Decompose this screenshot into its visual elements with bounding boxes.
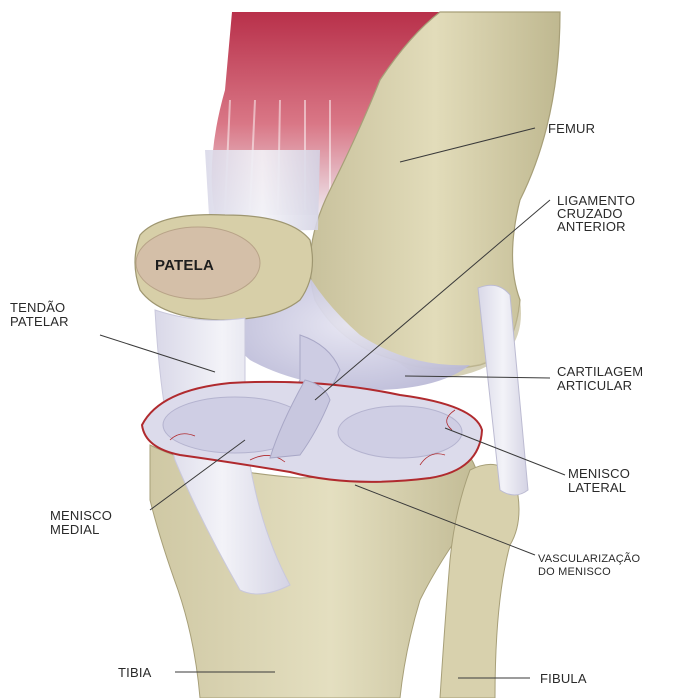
- label-menisco-lateral-2: LATERAL: [568, 480, 626, 495]
- meniscus-lateral-shape: [338, 406, 462, 458]
- label-menisco-medial-2: MEDIAL: [50, 522, 100, 537]
- label-ligamento-3: ANTERIOR: [557, 219, 626, 234]
- label-tibia: TIBIA: [118, 665, 152, 680]
- label-tendao-2: PATELAR: [10, 314, 69, 329]
- label-tendao-1: TENDÃO: [10, 300, 65, 315]
- label-femur: FEMUR: [548, 121, 595, 136]
- label-vascularizacao-2: DO MENISCO: [538, 566, 611, 578]
- label-menisco-medial-1: MENISCO: [50, 508, 112, 523]
- label-cartilagem-1: CARTILAGEM: [557, 364, 643, 379]
- label-cartilagem-2: ARTICULAR: [557, 378, 632, 393]
- label-fibula: FIBULA: [540, 671, 587, 686]
- label-vascularizacao-1: VASCULARIZAÇÃO: [538, 552, 640, 565]
- label-patela: PATELA: [155, 257, 214, 274]
- label-menisco-lateral-1: MENISCO: [568, 466, 630, 481]
